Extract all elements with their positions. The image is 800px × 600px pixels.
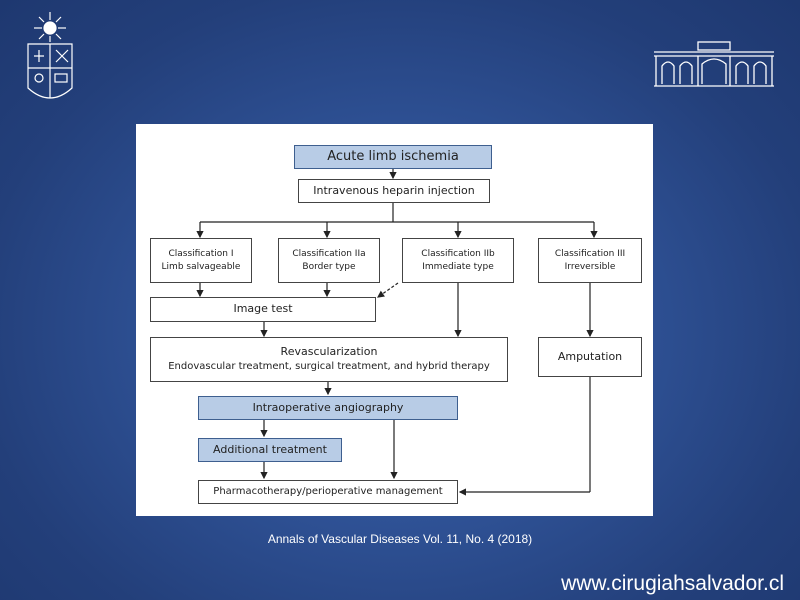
source-caption: Annals of Vascular Diseases Vol. 11, No.… — [267, 532, 533, 546]
classification-iia-title: Classification IIa — [292, 249, 366, 260]
pharmacotherapy-box: Pharmacotherapy/perioperative management — [198, 480, 458, 504]
intraoperative-angiography-box: Intraoperative angiography — [198, 396, 458, 420]
classification-iia-box: Classification IIa Border type — [278, 238, 380, 283]
additional-treatment-box: Additional treatment — [198, 438, 342, 462]
image-test-box: Image test — [150, 297, 376, 322]
building-facade-icon — [652, 40, 776, 90]
flowchart-figure: Acute limb ischemia Intravenous heparin … — [136, 124, 653, 516]
pharmacotherapy-label: Pharmacotherapy/perioperative management — [213, 486, 443, 498]
classification-i-sub: Limb salvageable — [161, 261, 241, 272]
classification-iia-sub: Border type — [302, 261, 356, 272]
revascularization-title: Revascularization — [280, 345, 378, 359]
classification-i-box: Classification I Limb salvageable — [150, 238, 252, 283]
intraoperative-angiography-label: Intraoperative angiography — [252, 400, 404, 414]
amputation-box: Amputation — [538, 337, 642, 377]
classification-iib-box: Classification IIb Immediate type — [402, 238, 514, 283]
image-test-label: Image test — [233, 302, 293, 316]
classification-iii-box: Classification III Irreversible — [538, 238, 642, 283]
acute-limb-ischemia-label: Acute limb ischemia — [327, 149, 459, 165]
website-url: www.cirugiahsalvador.cl — [561, 572, 784, 595]
classification-iib-title: Classification IIb — [421, 249, 495, 260]
classification-iii-sub: Irreversible — [564, 261, 616, 272]
classification-iii-title: Classification III — [554, 249, 626, 260]
acute-limb-ischemia-box: Acute limb ischemia — [294, 145, 492, 169]
heparin-injection-label: Intravenous heparin injection — [313, 183, 475, 197]
classification-i-title: Classification I — [168, 249, 234, 260]
classification-iib-sub: Immediate type — [422, 261, 494, 272]
revascularization-sub: Endovascular treatment, surgical treatme… — [168, 361, 490, 373]
revascularization-box: Revascularization Endovascular treatment… — [150, 337, 508, 382]
additional-treatment-label: Additional treatment — [213, 442, 327, 456]
heparin-injection-box: Intravenous heparin injection — [298, 179, 490, 203]
university-seal-icon — [22, 10, 78, 110]
flowchart-connectors — [196, 168, 598, 496]
amputation-label: Amputation — [557, 349, 623, 363]
